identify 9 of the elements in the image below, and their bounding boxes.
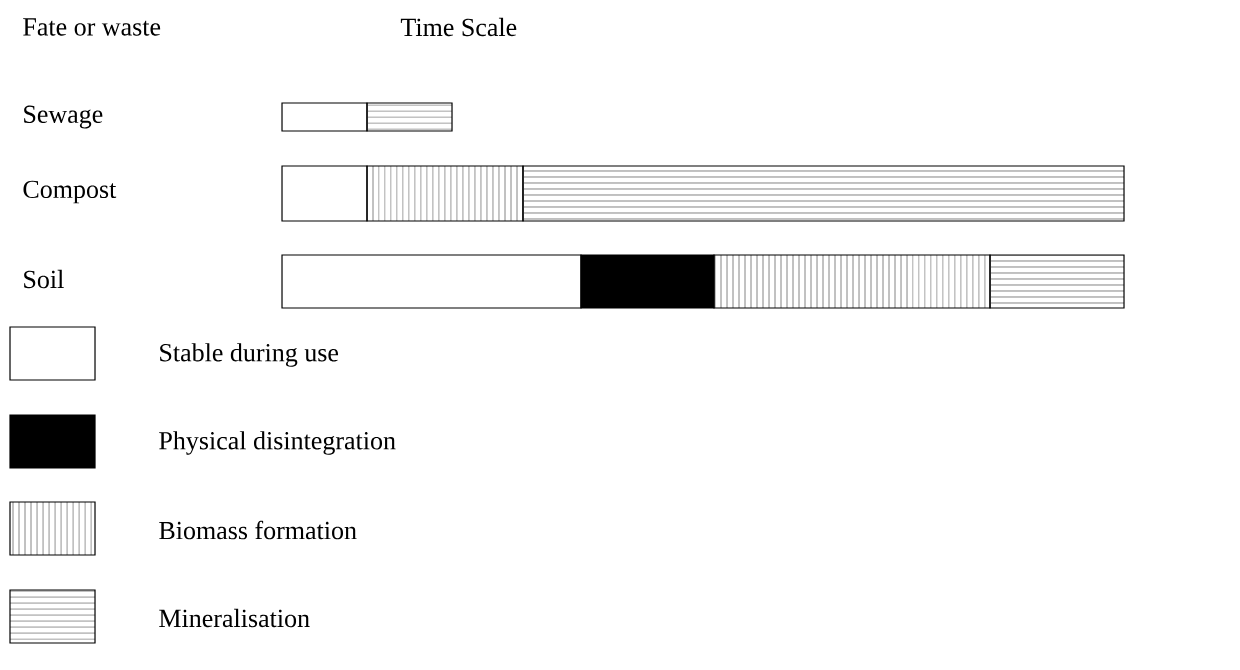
row-label: Compost [23,180,117,204]
legend-text: Mineralisation [159,608,310,628]
row-label: Sewage [24,105,103,129]
row-label: Soil [24,269,64,289]
legend-text: Stable during use [160,343,339,367]
column-header: Fate or waste [23,18,161,36]
legend-text: Biomass formation [159,520,357,540]
legend-text: Physical disintegration [159,431,396,455]
column-header: Time Scale [400,17,517,37]
